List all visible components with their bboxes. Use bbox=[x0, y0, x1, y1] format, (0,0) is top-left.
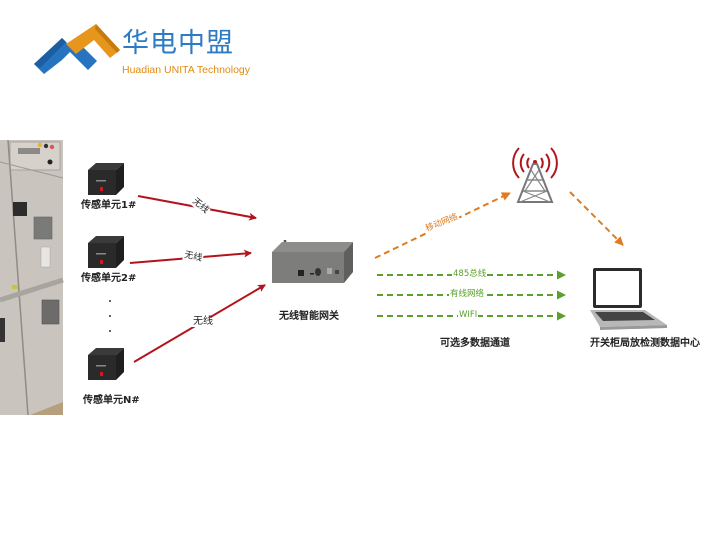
wireless-gateway-icon bbox=[272, 239, 353, 283]
sensor-unit-1-label: 传感单元1# bbox=[81, 200, 137, 211]
sensor-unit-2-label: 传感单元2# bbox=[81, 273, 137, 284]
data-center-label: 开关柜局放检测数据中心 bbox=[590, 338, 700, 349]
switchgear-cabinet-image bbox=[0, 140, 70, 415]
channels-caption: 可选多数据通道 bbox=[440, 338, 510, 349]
laptop-icon bbox=[590, 268, 667, 330]
ellipsis-dot bbox=[109, 315, 111, 317]
channel-wired-label: 有线网络 bbox=[449, 289, 486, 299]
wireless-link-n-label: 无线 bbox=[192, 316, 214, 327]
tower-to-datacenter-link bbox=[569, 191, 624, 246]
cell-tower-icon bbox=[512, 147, 558, 203]
ellipsis-dot bbox=[109, 300, 111, 302]
channel-wifi-label: WIFI bbox=[458, 310, 479, 320]
sensor-unit-2-icon bbox=[88, 236, 124, 268]
gateway-label: 无线智能网关 bbox=[279, 311, 339, 322]
sensor-unit-n-label: 传感单元N# bbox=[83, 395, 140, 406]
channel-485-label: 485总线 bbox=[452, 269, 488, 279]
sensor-unit-n-icon bbox=[88, 348, 124, 380]
logo-mark-icon bbox=[34, 24, 120, 74]
ellipsis-dot bbox=[109, 330, 111, 332]
logo-name-en: Huadian UNITA Technology bbox=[122, 64, 251, 76]
logo-name-cn: 华电中盟 bbox=[122, 28, 234, 59]
sensor-unit-1-icon bbox=[88, 163, 124, 195]
